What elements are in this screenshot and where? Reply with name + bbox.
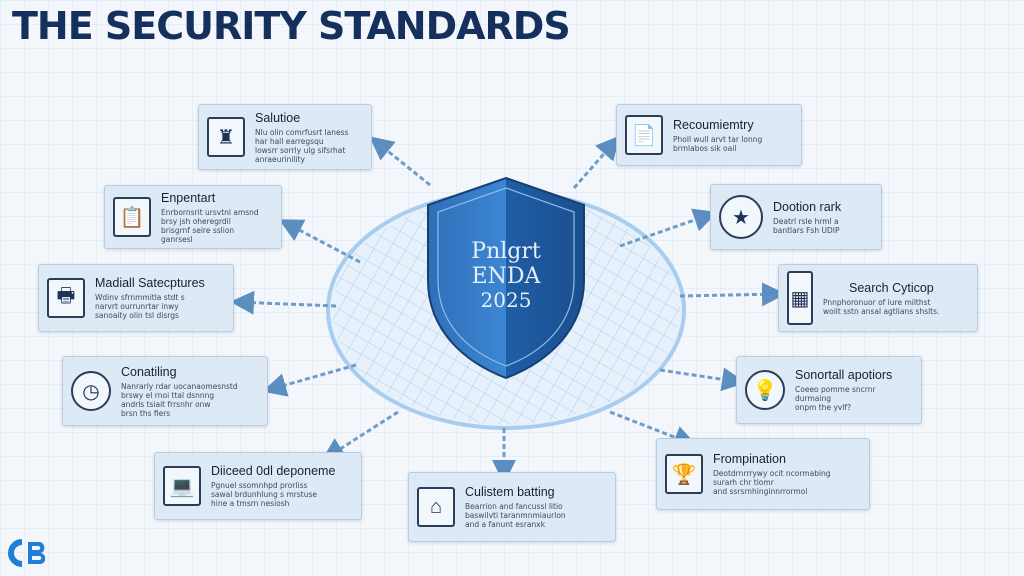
- card-conatiling: ◷ Conatiling Nanrarly rdar uocanaomesnst…: [62, 356, 268, 426]
- arrow-sonortall: [659, 367, 746, 392]
- arrow-conatiling: [262, 363, 357, 397]
- card-title: Salutioe: [255, 110, 301, 125]
- card-description: Deatrl rsle hrml a bantlars Fsh UDIP: [773, 216, 840, 235]
- card-sonortall: 💡 Sonortall apotiors Coeeo pomme sncrnr …: [736, 356, 922, 424]
- card-title: Search Cyticop: [849, 280, 934, 295]
- podium-icon: ♜: [207, 117, 245, 157]
- trophy-icon: 🏆: [665, 454, 703, 494]
- card-description: Nlu olin comrfusrt laness har hall earre…: [255, 127, 349, 164]
- card-dootion: ★ Dootion rark Deatrl rsle hrml a bantla…: [710, 184, 882, 250]
- arrow-salutioe: [369, 136, 431, 187]
- arrow-recoumiemtry: [572, 135, 620, 189]
- card-description: Pnnphoronuor of iure milthst woilt sstn …: [823, 297, 940, 316]
- card-description: Coeeo pomme sncrnr durmaing onpm the yvl…: [795, 385, 876, 412]
- card-madiall: 🖶 Madiall Satecptures Wdinv sfrnmmitla s…: [38, 264, 234, 332]
- card-title: Diiceed 0dl deponeme: [211, 464, 336, 478]
- card-description: Pholl wull arvt tar lonng brmlabos sik o…: [673, 134, 763, 153]
- shield-line-2: ENDA: [472, 264, 542, 289]
- document-icon: 📄: [625, 115, 663, 155]
- card-frompination: 🏆 Frompination Deotdrnrrrywy ocit ncorma…: [656, 438, 870, 510]
- arrow-diiceed: [320, 410, 399, 462]
- card-description: Nanrarly rdar uocanaomesnstd brswy el rn…: [121, 381, 238, 418]
- monitor-icon: 🖶: [47, 278, 85, 318]
- card-description: Pgnuel ssomnhpd prorliss sawal brdunhlun…: [211, 481, 317, 508]
- shield-icon: [427, 176, 585, 380]
- card-culistem: ⌂ Culistem batting Bearrion and fancussl…: [408, 472, 616, 542]
- star-badge-icon: ★: [719, 195, 763, 239]
- clipboard-icon: 📋: [113, 197, 151, 237]
- card-description: Bearrion and fancussl litio baswilvti ta…: [465, 502, 566, 529]
- card-enpentart: 📋 Enpentart Enrbornsrit ursvtnl amsnd br…: [104, 185, 282, 249]
- card-recoumiemtry: 📄 Recoumiemtry Pholl wull arvt tar lonng…: [616, 104, 802, 166]
- card-title: Recoumiemtry: [673, 117, 754, 132]
- laptop-icon: 💻: [163, 466, 201, 506]
- card-salutioe: ♜ Salutioe Nlu olin comrfusrt laness har…: [198, 104, 372, 170]
- card-search: ▦ Search Cyticop Pnnphoronuor of iure mi…: [778, 264, 978, 332]
- card-title: Madiall Satecptures: [95, 276, 205, 290]
- card-title: Dootion rark: [773, 199, 842, 214]
- house-icon: ⌂: [417, 487, 455, 527]
- card-title: Frompination: [713, 452, 786, 466]
- server-rack-icon: ▦: [787, 271, 813, 325]
- shield-line-3: 2025: [481, 288, 532, 312]
- shield-line-1: Pnlgrt: [471, 239, 541, 264]
- page-title: THE SECURITY STANDARDS: [12, 4, 571, 48]
- arrow-dootion: [619, 208, 718, 248]
- card-title: Conatiling: [121, 364, 177, 379]
- arrow-search: [679, 282, 786, 307]
- card-description: Deotdrnrrrywy ocit ncormabing surarh chr…: [713, 469, 831, 496]
- card-title: Culistem batting: [465, 485, 555, 499]
- card-title: Enpentart: [161, 190, 216, 205]
- clock-icon: ◷: [71, 371, 111, 411]
- arrow-enpentart: [278, 219, 361, 264]
- lightbulb-icon: 💡: [745, 370, 785, 410]
- card-description: Enrbornsrit ursvtnl amsnd brsy jsh ohere…: [161, 207, 259, 244]
- brand-logo-icon: [8, 539, 46, 567]
- card-title: Sonortall apotiors: [795, 368, 893, 382]
- arrow-madiall: [230, 290, 337, 315]
- card-description: Wdinv sfrnmmitla stdt s narvrt ourrunrta…: [95, 293, 185, 320]
- card-diiceed: 💻 Diiceed 0dl deponeme Pgnuel ssomnhpd p…: [154, 452, 362, 520]
